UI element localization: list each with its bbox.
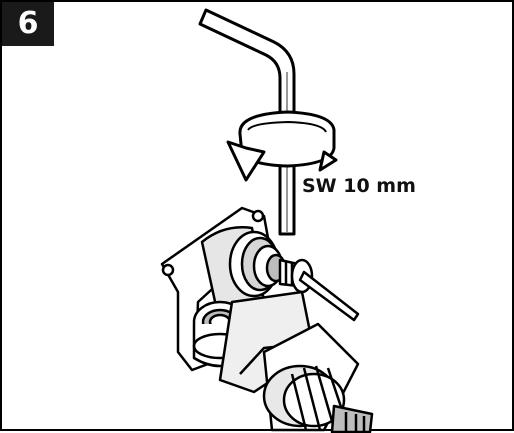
rotate-arrow-icon [226,110,338,182]
valve-body-icon [160,206,374,433]
wrench-size-label: SW 10 mm [302,175,416,197]
step-number-badge: 6 [2,2,54,46]
